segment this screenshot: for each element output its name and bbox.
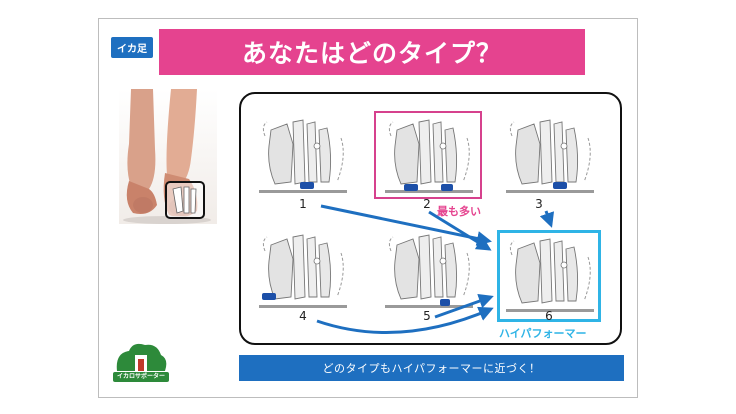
zoom-highlight-box	[165, 181, 205, 219]
foot-diagram-6	[504, 235, 596, 315]
foot-diagram-4	[257, 231, 349, 311]
type-number-1: 1	[299, 197, 307, 211]
category-tag: イカ足	[111, 37, 153, 58]
most-common-highlight	[374, 111, 482, 199]
slide: イカ足 あなたはどのタイプ？	[98, 18, 638, 398]
type-number-2: 2	[423, 197, 431, 211]
logo-text: イカロサポーター	[113, 372, 169, 382]
page-title: あなたはどのタイプ？	[159, 29, 585, 75]
brand-logo: イカロサポーター	[113, 341, 169, 383]
bottom-message-bar: どのタイプもハイパフォーマーに近づく！	[239, 355, 624, 381]
most-common-label: 最も多い	[437, 205, 481, 218]
foot-diagram-2	[383, 116, 475, 196]
type-number-3: 3	[535, 197, 543, 211]
type-number-5: 5	[423, 309, 431, 323]
high-performer-label: ハイパフォーマー	[499, 327, 587, 340]
high-performer-highlight	[497, 230, 601, 322]
foot-diagram-3	[504, 116, 596, 196]
types-panel	[239, 92, 622, 345]
foot-diagram-5	[383, 231, 475, 311]
foot-diagram-1	[257, 116, 349, 196]
type-number-6: 6	[545, 309, 553, 323]
type-number-4: 4	[299, 309, 307, 323]
